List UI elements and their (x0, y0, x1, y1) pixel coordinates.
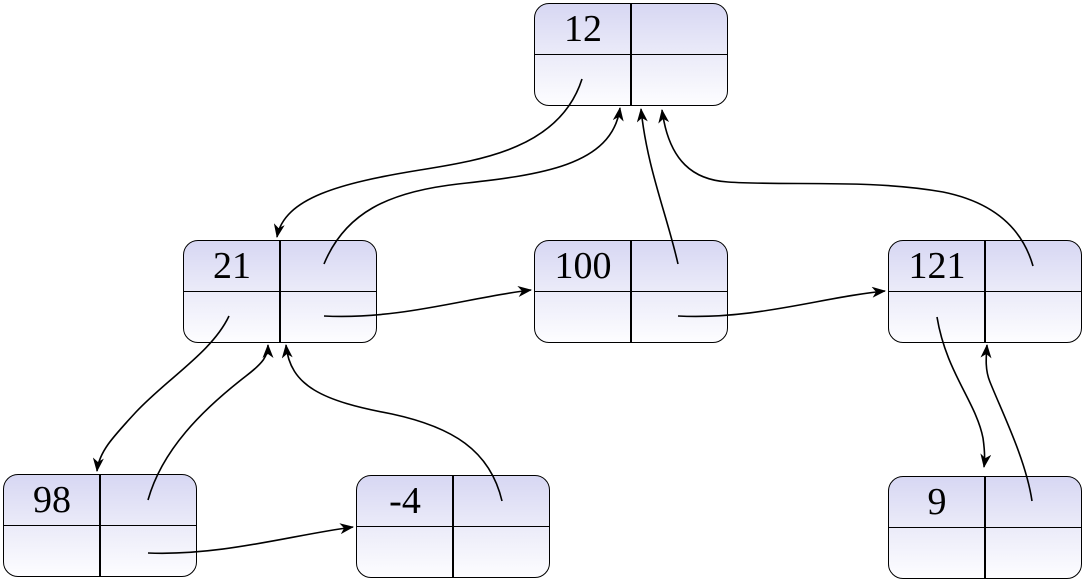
node-value: 9 (927, 481, 947, 524)
node-horizontal-divider (889, 526, 1081, 529)
node-horizontal-divider (184, 290, 376, 293)
node-horizontal-divider (889, 290, 1081, 293)
node-value: 12 (564, 8, 602, 51)
node-horizontal-divider (535, 53, 727, 56)
node-value: 100 (554, 245, 612, 288)
node-value: 121 (908, 245, 966, 288)
node-minus-4: -4 (356, 475, 550, 578)
node-value: -4 (389, 480, 421, 523)
node-value: 98 (33, 479, 71, 522)
node-100: 100 (534, 240, 728, 343)
node-21: 21 (183, 240, 377, 343)
node-horizontal-divider (535, 290, 727, 293)
edge-12-child-to-21 (273, 78, 583, 238)
node-98: 98 (3, 474, 197, 577)
node-horizontal-divider (357, 525, 549, 528)
node-value: 21 (213, 245, 251, 288)
node-121: 121 (888, 240, 1082, 343)
node-12: 12 (534, 3, 728, 106)
node-9: 9 (888, 476, 1082, 579)
node-horizontal-divider (4, 524, 196, 527)
